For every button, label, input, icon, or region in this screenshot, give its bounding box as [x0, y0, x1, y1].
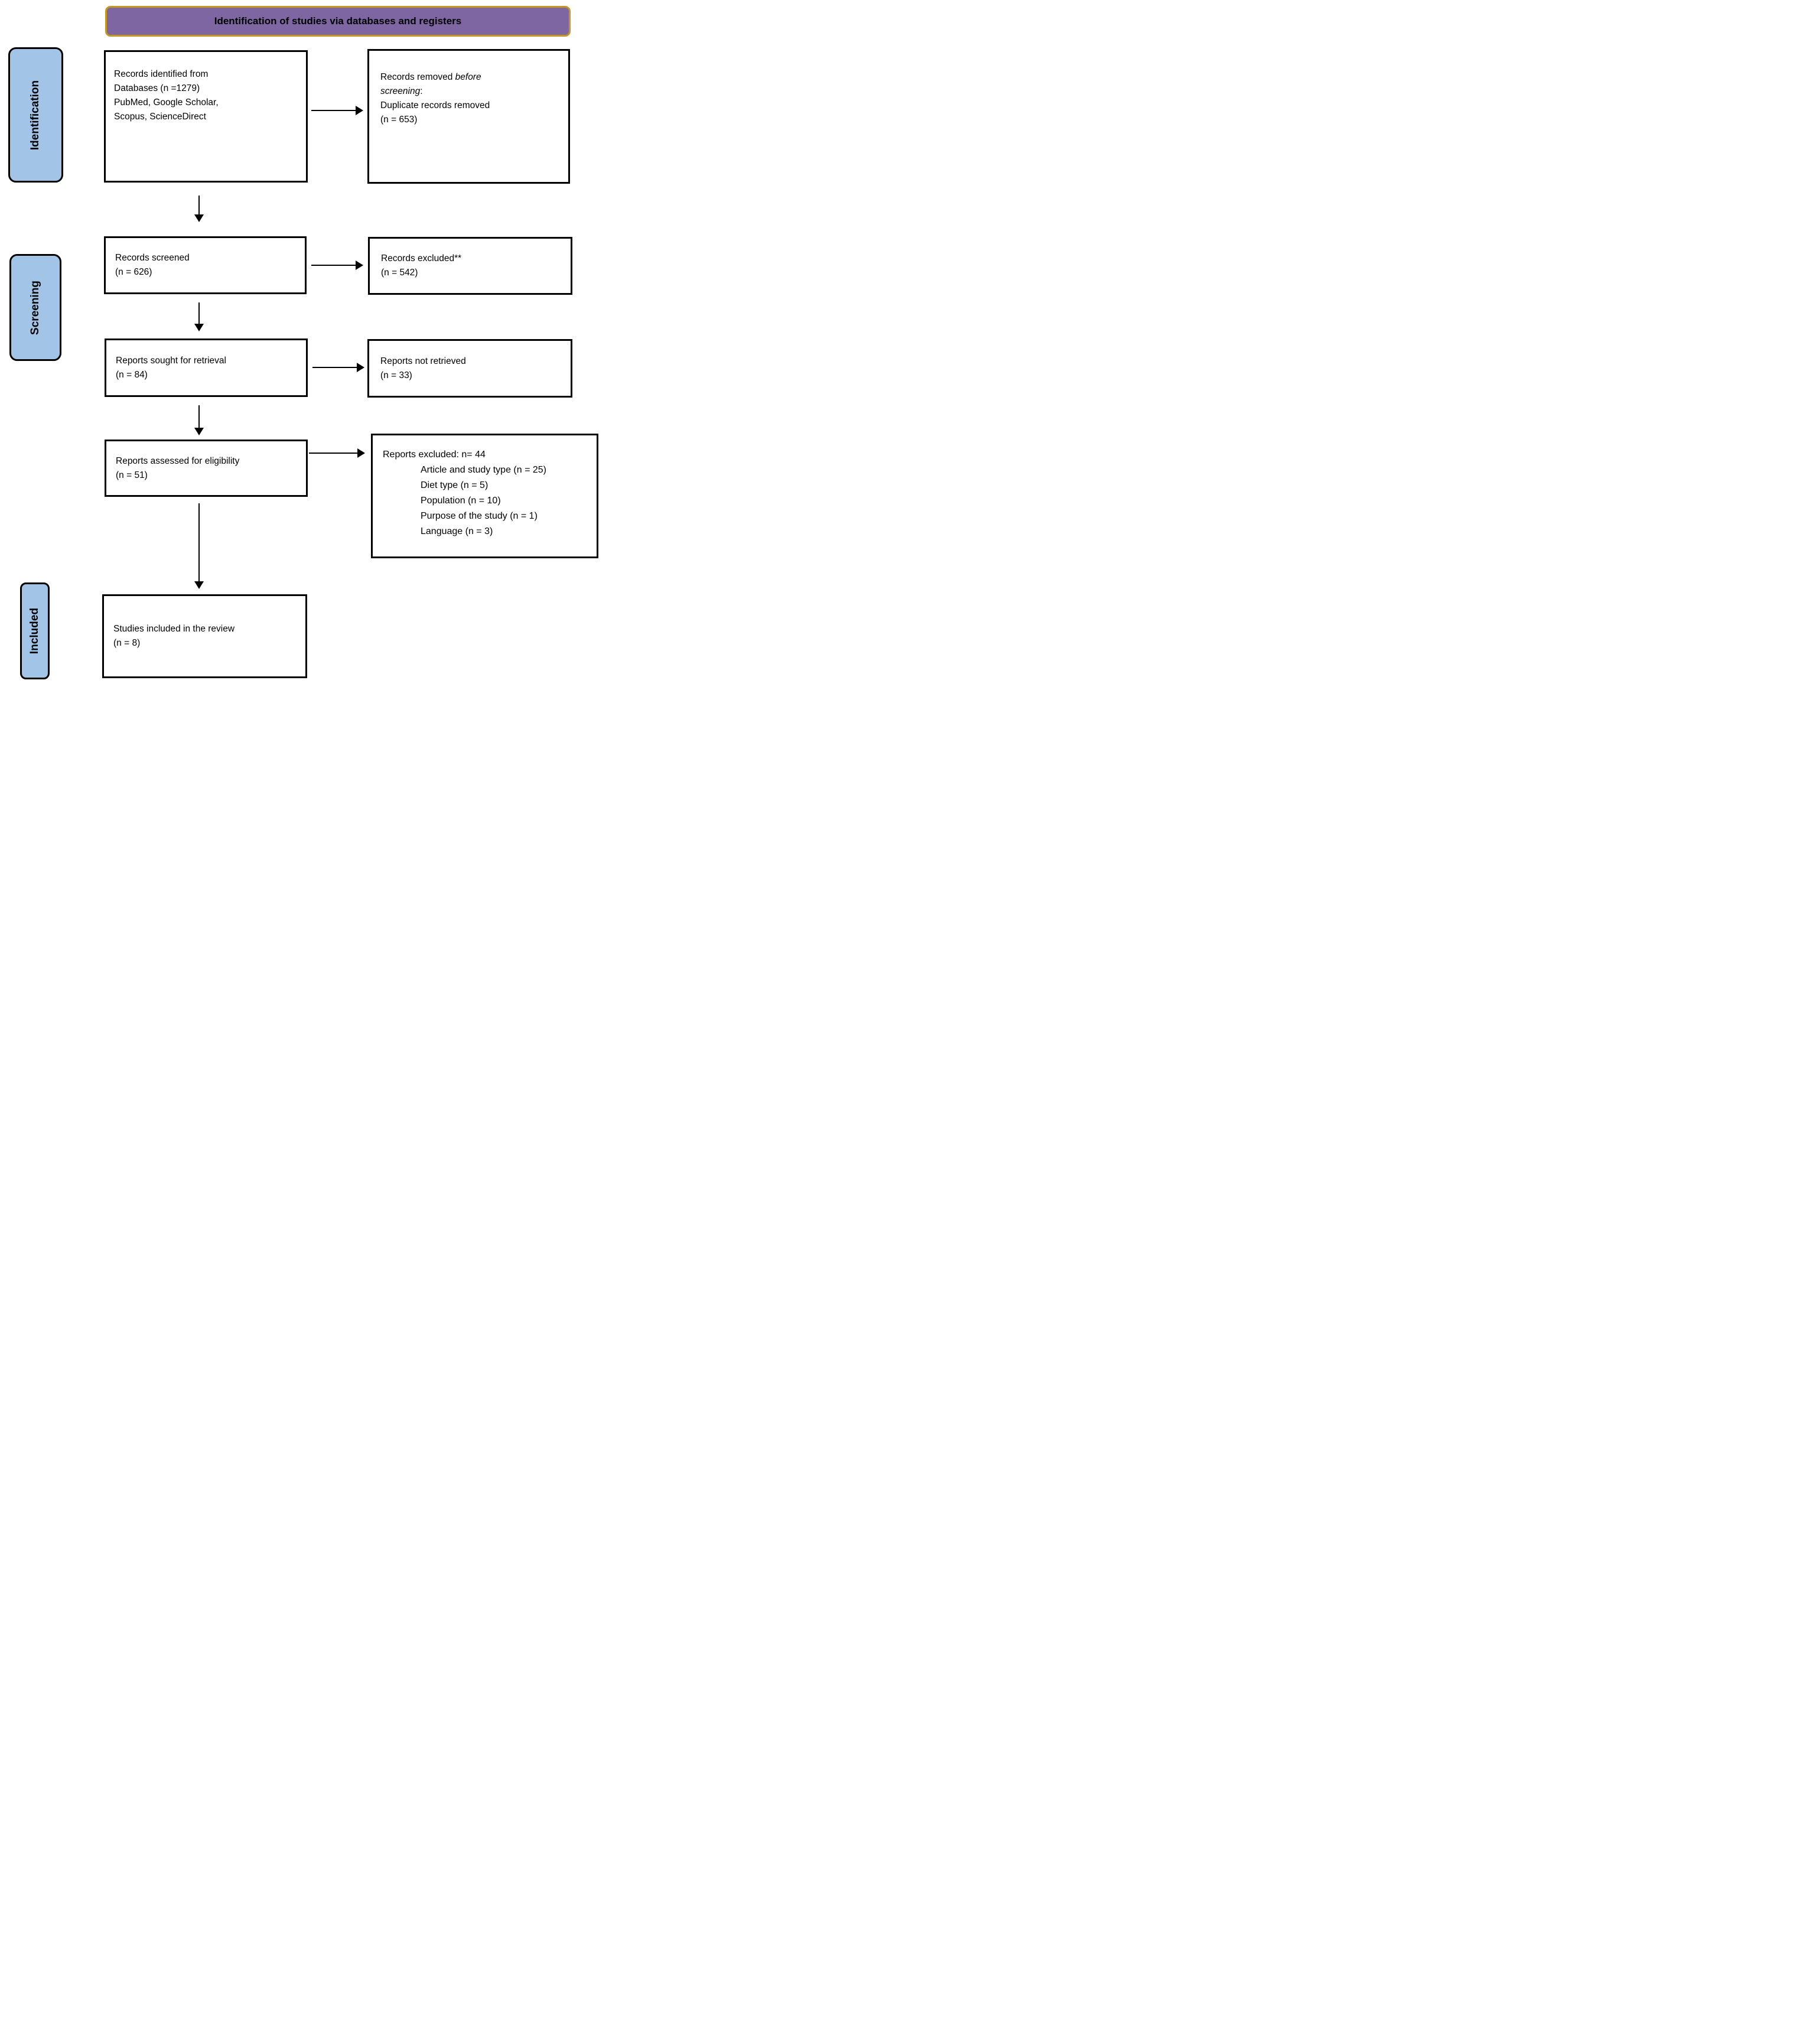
text-line: (n = 33): [380, 370, 412, 380]
text-line: (n = 626): [115, 267, 152, 277]
arrow-head-icon: [356, 106, 363, 115]
text-line: Reports assessed for eligibility: [116, 455, 240, 466]
arrow-shaft: [198, 405, 200, 428]
arrow-head-icon: [356, 261, 363, 270]
stage-label-identification: Identification: [8, 47, 63, 183]
text-line: (n = 653): [380, 115, 418, 125]
stage-label-identification-text: Identification: [29, 80, 42, 150]
text-line: (n = 542): [381, 268, 418, 278]
arrow-head-icon: [357, 448, 365, 458]
text-line: Databases (n =1279): [114, 83, 200, 93]
box-reports-not-retrieved: Reports not retrieved (n = 33): [367, 339, 572, 398]
arrow-shaft: [311, 265, 356, 266]
text-line: Duplicate records removed: [380, 100, 490, 110]
text-segment: Records removed: [380, 72, 455, 82]
box-records-identified: Records identified from Databases (n =12…: [104, 50, 308, 183]
box-records-screened: Records screened (n = 626): [104, 236, 307, 294]
arrow-head-icon: [194, 581, 204, 589]
stage-label-screening-text: Screening: [29, 280, 41, 335]
arrow-shaft: [198, 302, 200, 324]
text-line: Studies included in the review: [113, 624, 235, 634]
excluded-reason-item: Article and study type (n = 25): [421, 465, 546, 475]
text-segment: :: [420, 86, 423, 96]
text-line: Reports sought for retrieval: [116, 355, 226, 366]
stage-label-included-text: Included: [28, 607, 41, 655]
text-line: Scopus, ScienceDirect: [114, 112, 206, 122]
excluded-reasons-title: Reports excluded: n= 44: [383, 450, 486, 460]
excluded-reason-item: Population (n = 10): [421, 496, 501, 506]
box-records-removed-before-screening: Records removed before screening: Duplic…: [367, 49, 570, 184]
text-line: screening:: [380, 84, 564, 99]
arrow-shaft: [198, 503, 200, 581]
box-records-excluded: Records excluded** (n = 542): [368, 237, 572, 295]
box-reports-excluded-reasons: Reports excluded: n= 44 Article and stud…: [371, 434, 598, 558]
text-line: PubMed, Google Scholar,: [114, 97, 219, 108]
prisma-flow-diagram: Identification of studies via databases …: [0, 0, 605, 681]
text-line: Reports not retrieved: [380, 356, 466, 366]
text-segment-italic: before: [455, 72, 481, 82]
stage-label-included: Included: [20, 582, 50, 679]
box-reports-assessed: Reports assessed for eligibility (n = 51…: [105, 440, 308, 497]
excluded-reason-item: Diet type (n = 5): [421, 480, 488, 490]
text-line: (n = 51): [116, 470, 148, 480]
arrow-shaft: [312, 367, 357, 368]
text-line: (n = 84): [116, 369, 148, 380]
arrow-shaft: [311, 110, 356, 111]
arrow-shaft: [198, 196, 200, 214]
text-line: Records excluded**: [381, 253, 462, 263]
box-studies-included: Studies included in the review (n = 8): [102, 594, 307, 678]
arrow-head-icon: [194, 324, 204, 331]
arrow-head-icon: [194, 214, 204, 222]
arrow-shaft: [309, 453, 357, 454]
diagram-title: Identification of studies via databases …: [214, 15, 462, 27]
text-line: Records screened: [115, 253, 190, 263]
text-line: Records identified from: [114, 69, 209, 79]
stage-label-screening: Screening: [9, 254, 61, 361]
excluded-reason-item: Purpose of the study (n = 1): [421, 511, 538, 521]
diagram-title-banner: Identification of studies via databases …: [105, 6, 571, 37]
text-line: Records removed before: [380, 70, 564, 84]
text-segment-italic: screening: [380, 86, 421, 96]
arrow-head-icon: [357, 363, 364, 372]
excluded-reason-item: Language (n = 3): [421, 526, 493, 536]
box-reports-sought: Reports sought for retrieval (n = 84): [105, 339, 308, 397]
arrow-head-icon: [194, 428, 204, 435]
text-line: (n = 8): [113, 638, 141, 648]
